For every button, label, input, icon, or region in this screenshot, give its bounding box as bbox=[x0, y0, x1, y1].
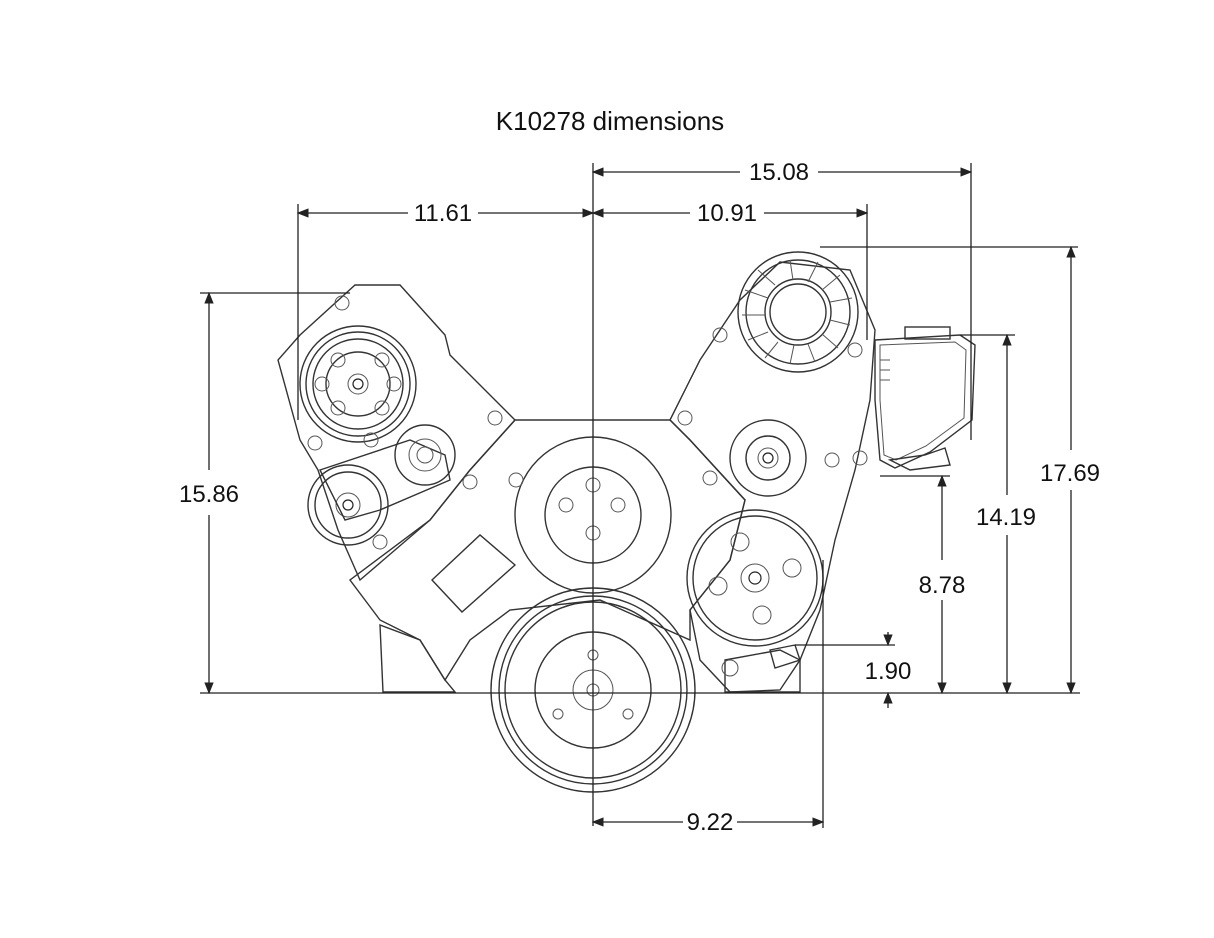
dimension-1-90: 1.90 bbox=[795, 632, 911, 708]
dim-label-14-19: 14.19 bbox=[976, 504, 1036, 531]
dimension-17-69: 17.69 bbox=[820, 245, 1100, 695]
engine-assembly bbox=[277, 251, 976, 793]
dimension-14-19: 14.19 bbox=[960, 333, 1036, 695]
ps-reservoir bbox=[852, 326, 976, 471]
dim-label-15-08: 15.08 bbox=[749, 159, 809, 186]
right-bracket-plate bbox=[669, 261, 876, 693]
belt-tensioner bbox=[307, 410, 503, 550]
dim-label-1-90: 1.90 bbox=[865, 658, 912, 685]
right-idler-pulley bbox=[729, 419, 840, 497]
ac-compressor bbox=[299, 295, 417, 451]
dimension-15-86: 15.86 bbox=[179, 291, 1080, 695]
water-pump-pulley bbox=[431, 436, 718, 613]
base-plate-right bbox=[724, 649, 801, 693]
base-plate bbox=[379, 623, 457, 693]
drawing-title: K10278 dimensions bbox=[496, 106, 724, 136]
dim-label-11-61: 11.61 bbox=[414, 200, 472, 227]
dim-label-10-91: 10.91 bbox=[697, 200, 757, 227]
dimension-11-61: 11.61 bbox=[296, 200, 595, 420]
dimension-15-08: 15.08 bbox=[591, 159, 973, 440]
dim-label-15-86: 15.86 bbox=[179, 481, 239, 508]
dim-label-8-78: 8.78 bbox=[919, 572, 966, 599]
alternator bbox=[677, 251, 863, 426]
dimension-10-91: 10.91 bbox=[591, 200, 869, 340]
dim-label-9-22: 9.22 bbox=[687, 809, 734, 836]
dimension-8-78: 8.78 bbox=[880, 474, 966, 695]
dimension-9-22: 9.22 bbox=[591, 560, 825, 836]
dim-label-17-69: 17.69 bbox=[1040, 460, 1100, 487]
power-steering-pulley bbox=[686, 509, 824, 677]
